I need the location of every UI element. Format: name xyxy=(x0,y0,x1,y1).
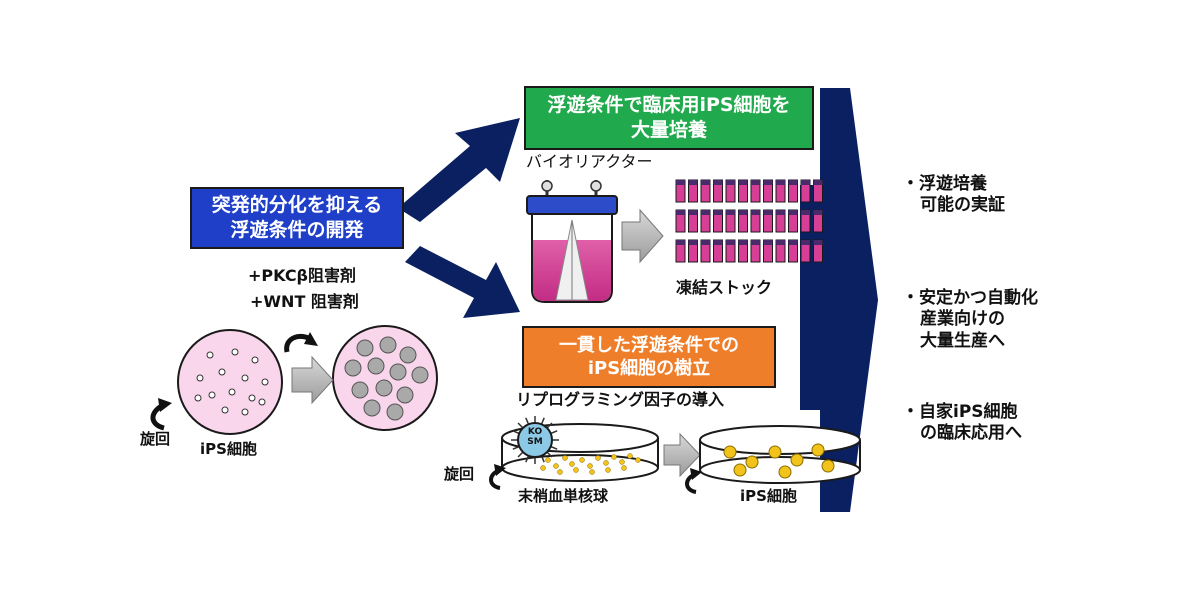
vial-cap xyxy=(738,240,748,245)
pkc-inhibitor-label: +PKCβ阻害剤 xyxy=(248,266,357,285)
vial-cap xyxy=(776,180,785,185)
blood-cell-dot xyxy=(619,459,625,465)
vial-cap xyxy=(751,240,760,245)
vial-cap xyxy=(801,180,810,185)
vial-cap xyxy=(701,180,710,185)
vial-cap xyxy=(813,210,823,215)
gray-arrow-dish xyxy=(291,355,334,405)
vial-cap xyxy=(738,180,748,185)
vial-cap xyxy=(776,210,785,215)
navy-chevron-arrow xyxy=(820,88,878,512)
rotation-label: 旋回 xyxy=(444,465,475,483)
ips-colony-dish-expanded xyxy=(332,325,438,431)
box-line: 浮遊条件で臨床用iPS細胞を xyxy=(547,94,791,117)
vial-cap xyxy=(688,240,698,245)
box-line: 浮遊条件の開発 xyxy=(230,219,364,241)
outcome-line: 可能の実証 xyxy=(920,195,1005,216)
box-line: iPS細胞の樹立 xyxy=(587,358,711,379)
blood-cell-dot xyxy=(605,467,611,473)
outcome-mass-production: ・安定かつ自動化 産業向けの 大量生産へ xyxy=(902,288,1038,352)
wnt-inhibitor-label: +WNT 阻害剤 xyxy=(250,292,359,311)
bioreactor-icon xyxy=(526,180,618,303)
vial-cap xyxy=(776,240,785,245)
vial-cap xyxy=(788,210,798,215)
vial-cap xyxy=(788,180,798,185)
bioreactor-label: バイオリアクター xyxy=(526,152,653,171)
navy-arrow-up xyxy=(398,118,520,222)
virus-label: KO SM xyxy=(527,427,543,447)
outcome-line: ・浮遊培養 xyxy=(902,174,987,194)
ips-cell-result-label: iPS細胞 xyxy=(740,487,797,505)
box-line: 一貫した浮遊条件での xyxy=(559,334,739,356)
blood-cell-dot xyxy=(553,463,559,469)
suspension-condition-box: 突発的分化を抑える 浮遊条件の開発 xyxy=(190,187,404,249)
frozen-vials-grid xyxy=(675,179,823,263)
vial-cap xyxy=(726,180,735,185)
vial-cap xyxy=(676,180,685,185)
vial-cap xyxy=(676,240,685,245)
outcome-line: 産業向けの xyxy=(920,309,1005,330)
vial-cap xyxy=(813,180,823,185)
ips-colony-dish-initial xyxy=(177,329,283,435)
ips-cell-label: iPS細胞 xyxy=(200,440,257,458)
outcome-line: の臨床応用へ xyxy=(920,423,1022,444)
blood-cell-dot xyxy=(573,467,579,473)
gray-arrow-stock xyxy=(621,208,664,264)
consistent-establishment-box: 一貫した浮遊条件での iPS細胞の樹立 xyxy=(522,326,776,388)
blood-cell-dot xyxy=(569,461,575,467)
vial-cap xyxy=(726,240,735,245)
vial-cap xyxy=(763,210,773,215)
vial-cap xyxy=(788,240,798,245)
mass-culture-box: 浮遊条件で臨床用iPS細胞を 大量培養 xyxy=(524,86,814,150)
vial-cap xyxy=(701,210,710,215)
blood-cell-dot xyxy=(595,455,601,461)
vial-cap xyxy=(801,240,810,245)
blood-cell-dot xyxy=(562,455,568,461)
blood-cell-dot xyxy=(621,465,627,471)
blood-cell-dot xyxy=(557,469,563,475)
outcome-line: 大量生産へ xyxy=(920,330,1005,351)
vial-cap xyxy=(701,240,710,245)
box-line: 突発的分化を抑える xyxy=(211,194,383,217)
vial-cap xyxy=(801,210,810,215)
reprogramming-virus-icon xyxy=(511,416,559,464)
vial-cap xyxy=(688,210,698,215)
vial-cap xyxy=(713,240,723,245)
blood-cell-dot xyxy=(627,453,633,459)
outcome-line: ・自家iPS細胞 xyxy=(902,402,1018,422)
blood-cell-dot xyxy=(589,469,595,475)
pbmc-label: 末梢血単核球 xyxy=(518,487,609,505)
vial-cap xyxy=(676,210,685,215)
vial-cap xyxy=(813,240,823,245)
vial-cap xyxy=(738,210,748,215)
vial-cap xyxy=(713,210,723,215)
vial-cap xyxy=(763,180,773,185)
navy-arrow-down xyxy=(405,246,520,318)
blood-cell-dot xyxy=(540,465,546,471)
outcome-clinical-use: ・自家iPS細胞 の臨床応用へ xyxy=(902,402,1022,445)
box-line: 大量培養 xyxy=(630,119,707,141)
ips-result-dish xyxy=(699,425,861,484)
blood-cell-dot xyxy=(579,457,585,463)
blood-cell-dot xyxy=(603,460,609,466)
outcome-line: ・安定かつ自動化 xyxy=(902,288,1038,308)
gray-arrow-bottom xyxy=(663,432,701,478)
blood-cell-dot xyxy=(545,457,551,463)
blood-cell-dot xyxy=(587,463,593,469)
vial-cap xyxy=(726,210,735,215)
vial-cap xyxy=(713,180,723,185)
vial-cap xyxy=(751,210,760,215)
blood-cell-dot xyxy=(635,457,641,463)
vial-cap xyxy=(751,180,760,185)
vial-cap xyxy=(763,240,773,245)
blood-cell-dot xyxy=(611,454,617,460)
reprogramming-label: リプログラミング因子の導入 xyxy=(516,390,725,409)
rotation-label: 旋回 xyxy=(140,430,171,448)
frozen-stock-label: 凍結ストック xyxy=(676,278,773,297)
outcome-suspension: ・浮遊培養 可能の実証 xyxy=(902,174,1005,217)
vial-cap xyxy=(688,180,698,185)
